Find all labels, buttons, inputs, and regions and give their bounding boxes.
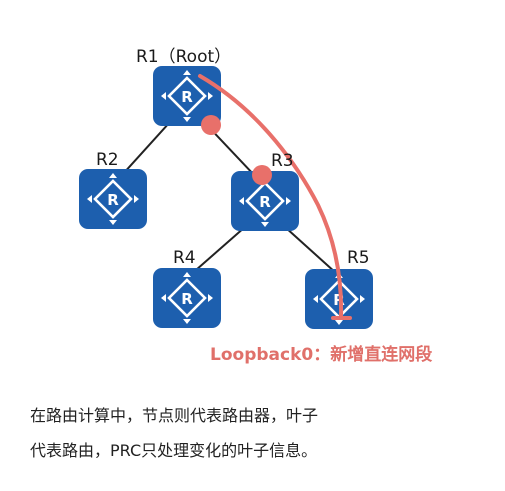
link-r3-r5 <box>284 226 337 274</box>
label-r4: R4 <box>173 248 196 268</box>
prc-dot-r1 <box>201 115 221 135</box>
link-r3-r4 <box>195 226 246 271</box>
link-r1-r2 <box>121 121 171 176</box>
label-r5: R5 <box>347 248 370 268</box>
prc-dot-r3 <box>252 165 272 185</box>
label-r2: R2 <box>96 150 119 170</box>
caption-line-2: 代表路由，PRC只处理变化的叶子信息。 <box>30 441 318 460</box>
label-r3: R3 <box>271 151 294 171</box>
caption-line-1: 在路由计算中，节点则代表路由器，叶子 <box>30 406 319 425</box>
loopback-label: Loopback0：新增直连网段 <box>210 345 433 365</box>
prc-curve <box>198 74 344 318</box>
label-r1: R1（Root） <box>136 47 232 67</box>
router-r2 <box>77 167 149 231</box>
router-r4 <box>151 266 223 330</box>
links <box>121 121 337 274</box>
prc-path <box>198 74 352 320</box>
